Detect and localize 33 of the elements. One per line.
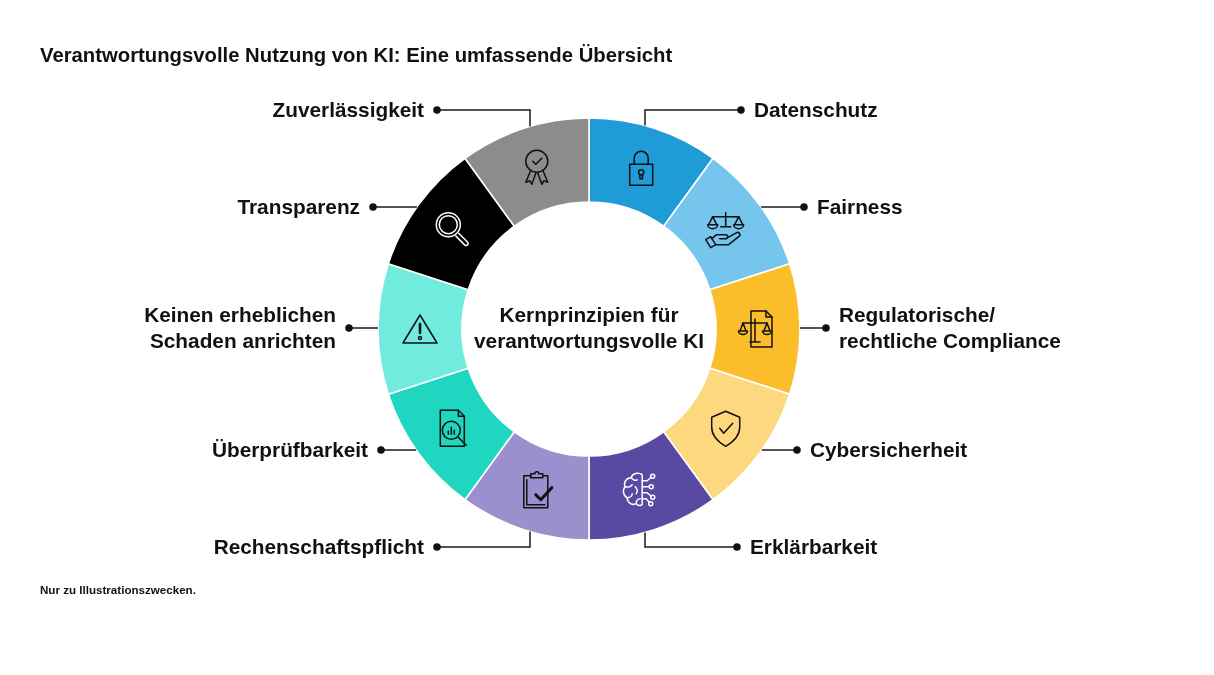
donut-segment <box>387 367 516 501</box>
leader-line <box>760 203 808 211</box>
leader-line <box>761 446 801 454</box>
principle-label: Regulatorische/ rechtliche Compliance <box>826 302 1077 354</box>
donut-segment <box>464 117 590 228</box>
leader-line <box>433 106 531 128</box>
principle-label: Cybersicherheit <box>797 437 968 463</box>
footnote: Nur zu Illustrationszwecken. <box>40 582 196 597</box>
leader-line <box>369 203 418 211</box>
donut-segment <box>709 263 801 395</box>
leader-line <box>377 446 417 454</box>
donut-segment <box>377 263 470 395</box>
donut-segment <box>588 117 714 228</box>
principle-label: Keinen erheblichen Schaden anrichten <box>126 302 349 354</box>
center-label: Kernprinzipien für verantwortungsvolle KI <box>473 302 705 354</box>
donut-segment <box>662 367 791 501</box>
leader-line <box>644 106 745 127</box>
principle-label: Überprüfbarkeit <box>212 437 381 463</box>
principle-label: Datenschutz <box>741 97 878 123</box>
principle-label: Erklärbarkeit <box>737 534 878 560</box>
principle-label: Rechenschaftspflicht <box>213 534 437 560</box>
leader-line <box>799 324 830 332</box>
principle-label: Zuverlässigkeit <box>272 97 437 123</box>
title: Verantwortungsvolle Nutzung von KI: Eine umfassende Übersicht <box>40 43 673 68</box>
donut-segment <box>464 430 590 541</box>
donut-segment <box>387 157 516 291</box>
donut-segment <box>588 430 714 541</box>
leader-line <box>345 324 379 332</box>
leader-line <box>433 530 531 551</box>
principle-label: Fairness <box>804 194 903 220</box>
principle-label: Transparenz <box>237 194 373 220</box>
donut-segment <box>662 157 791 291</box>
leader-line <box>644 531 741 551</box>
